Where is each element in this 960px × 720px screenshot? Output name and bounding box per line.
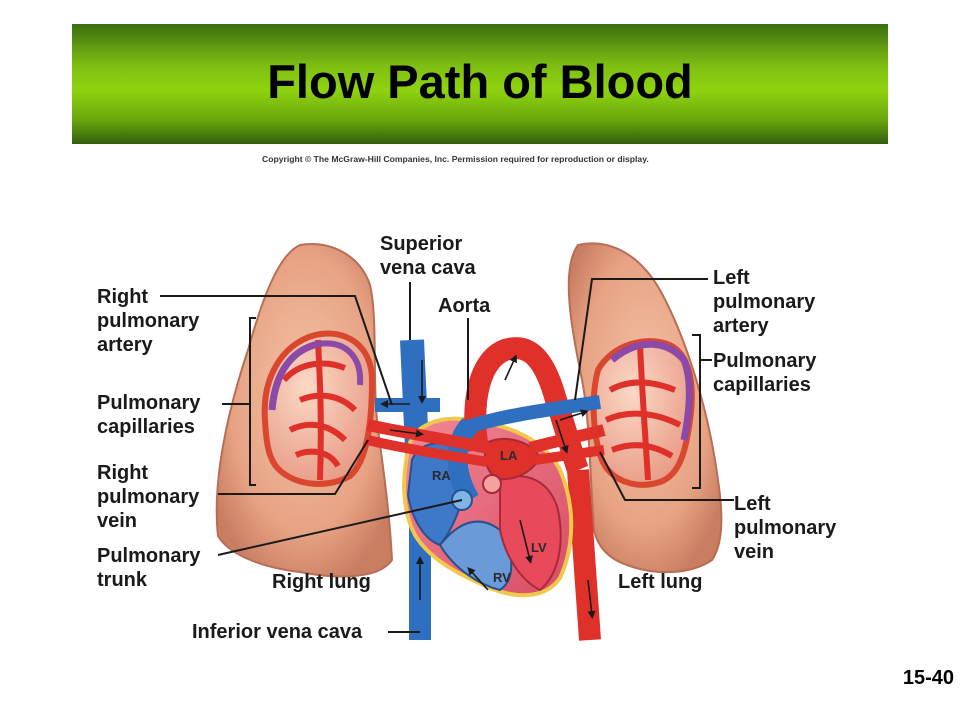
- label-left-lung: Left lung: [618, 571, 703, 593]
- label-right-lung: Right lung: [272, 571, 371, 593]
- chamber-label-lv: LV: [531, 540, 547, 555]
- copyright-notice: Copyright © The McGraw-Hill Companies, I…: [262, 154, 649, 164]
- label-aorta: Aorta: [438, 295, 491, 317]
- label-pulmonary-capillaries-left: Pulmonary capillaries: [97, 392, 201, 438]
- title-banner: Flow Path of Blood: [72, 24, 888, 144]
- label-inferior-vena-cava: Inferior vena cava: [192, 621, 363, 643]
- label-right-pulmonary-vein: Right pulmonary vein: [97, 462, 200, 532]
- left-pulmonary-vein-vessel-2: [534, 445, 605, 465]
- chamber-label-ra: RA: [432, 468, 451, 483]
- label-right-pulmonary-artery: Right pulmonary artery: [97, 286, 200, 356]
- descending-aorta-vessel: [567, 469, 601, 641]
- slide-number: 15-40: [902, 667, 954, 689]
- left-pulmonary-vein-vessel: [528, 424, 606, 454]
- label-superior-vena-cava: Superior vena cava: [380, 233, 476, 279]
- left-pulmonary-artery-vessel: [462, 395, 602, 435]
- label-pulmonary-capillaries-right: Pulmonary capillaries: [713, 350, 817, 396]
- chamber-label-la: LA: [500, 448, 518, 463]
- right-pulmonary-vein-vessel-2: [366, 435, 489, 467]
- slide-title: Flow Path of Blood: [267, 55, 693, 108]
- chamber-label-rv: RV: [493, 570, 511, 585]
- aortic-valve: [482, 474, 502, 494]
- left-ventricle-region: [499, 475, 562, 592]
- label-left-pulmonary-artery: Left pulmonary artery: [713, 267, 816, 337]
- label-left-pulmonary-vein: Left pulmonary vein: [734, 493, 837, 563]
- label-pulmonary-trunk: Pulmonary trunk: [97, 545, 201, 591]
- leader-lines: [160, 278, 734, 633]
- left-lung-capillary-network: [590, 338, 695, 488]
- right-pulmonary-vein-vessel: [366, 419, 490, 454]
